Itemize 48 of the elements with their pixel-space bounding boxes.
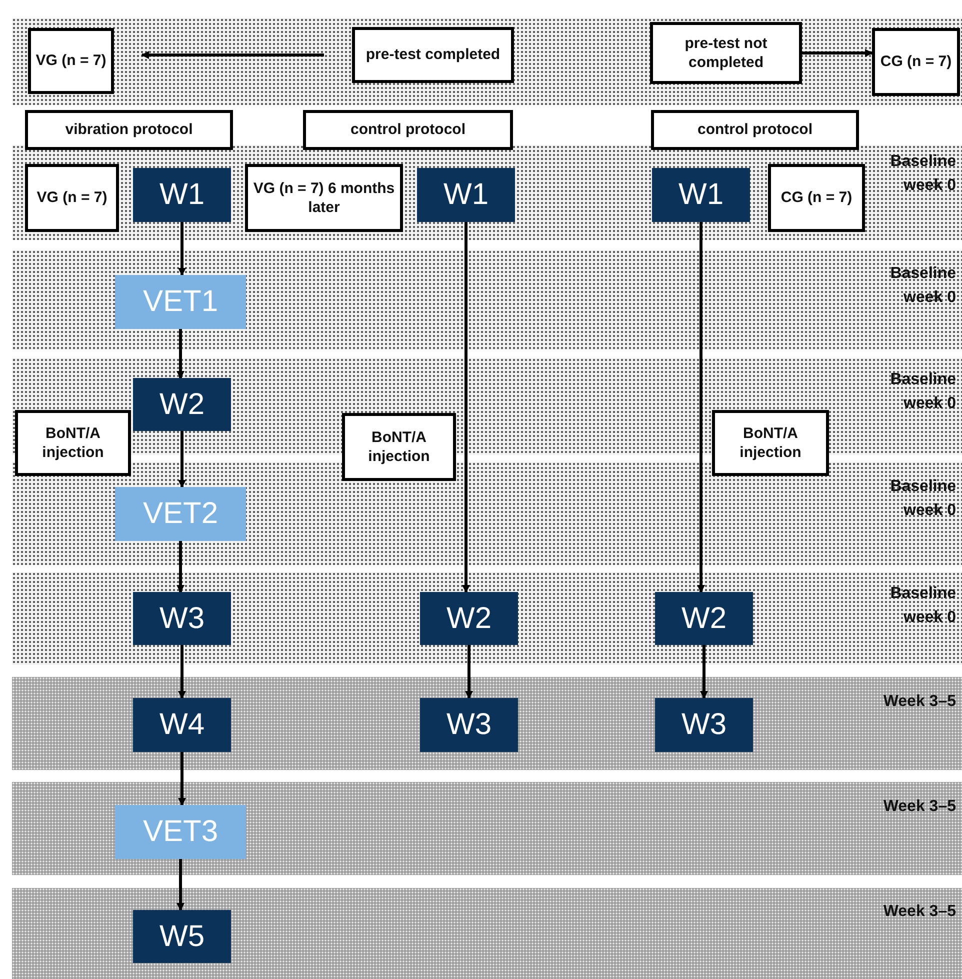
label-box: VG (n = 7) <box>25 164 119 232</box>
week-box: W4 <box>133 698 231 752</box>
arrow <box>697 222 705 593</box>
week-box: W1 <box>417 168 515 222</box>
training-box: VET2 <box>115 487 246 541</box>
arrow <box>802 49 873 57</box>
label-box: control protocol <box>303 110 513 150</box>
label-box: VG (n = 7) <box>28 28 114 94</box>
timepoint-label: Week 3–5 <box>882 902 956 922</box>
arrow <box>178 645 186 699</box>
label-box: pre-test not completed <box>650 22 802 84</box>
label-box: CG (n = 7) <box>872 28 960 96</box>
arrow <box>176 859 184 911</box>
timepoint-label: Baseline week 0 <box>889 584 956 628</box>
week-box: W2 <box>420 592 518 645</box>
label-box: BoNT/A injection <box>15 410 131 476</box>
arrow <box>176 329 184 379</box>
training-box: VET1 <box>115 275 246 329</box>
label-box: BoNT/A injection <box>712 410 829 476</box>
week-box: W1 <box>133 168 231 222</box>
label-box: vibration protocol <box>25 110 233 150</box>
timepoint-label: Week 3–5 <box>882 797 956 817</box>
label-box: VG (n = 7) 6 months later <box>245 164 403 232</box>
week-box: W1 <box>652 168 750 222</box>
week-box: W3 <box>420 698 518 752</box>
week-box: W2 <box>133 378 231 431</box>
training-box: VET3 <box>115 805 246 859</box>
arrow <box>178 752 186 806</box>
label-box: CG (n = 7) <box>768 164 865 232</box>
week-box: W3 <box>133 592 231 645</box>
week-box: W3 <box>655 698 753 752</box>
arrow <box>465 645 473 699</box>
arrow <box>178 431 186 488</box>
label-box: pre-test completed <box>352 27 514 83</box>
week-box: W2 <box>655 592 753 645</box>
arrow <box>700 645 708 699</box>
timepoint-label: Week 3–5 <box>882 692 956 712</box>
arrow <box>178 222 186 276</box>
arrow <box>141 51 324 59</box>
week-box: W5 <box>133 910 231 963</box>
timepoint-label: Baseline week 0 <box>889 264 956 308</box>
arrow <box>462 222 470 593</box>
timepoint-label: Baseline week 0 <box>889 370 956 414</box>
label-box: control protocol <box>651 110 859 150</box>
timepoint-label: Baseline week 0 <box>889 477 956 521</box>
arrow <box>176 541 184 593</box>
label-box: BoNT/A injection <box>342 413 456 481</box>
timepoint-label: Baseline week 0 <box>889 152 956 196</box>
